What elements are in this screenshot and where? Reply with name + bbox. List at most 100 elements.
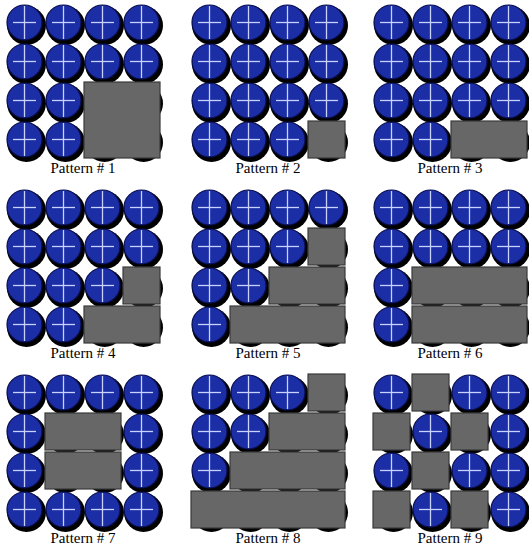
disc-symbol: [231, 5, 270, 45]
disc-symbol: [270, 375, 309, 415]
disc-symbol: [124, 375, 163, 415]
disc-symbol: [192, 190, 231, 230]
disc-symbol: [231, 83, 270, 123]
pattern-panel: [191, 374, 348, 532]
disc-symbol: [452, 492, 491, 532]
pattern-caption: Pattern # 2: [236, 160, 301, 177]
disc-symbol: [452, 190, 491, 230]
disc-symbol: [374, 5, 413, 45]
disc-symbol: [7, 375, 46, 415]
disc-symbol: [231, 375, 270, 415]
pattern-caption: Pattern # 6: [418, 345, 483, 362]
pattern-panel: [192, 5, 348, 162]
disc-symbol: [85, 5, 124, 45]
disc-symbol: [192, 229, 231, 269]
disc-symbol: [46, 83, 85, 123]
disc-symbol: [452, 375, 491, 415]
disc-symbol: [309, 83, 348, 123]
disc-symbol: [374, 414, 413, 454]
disc-symbol: [452, 453, 491, 493]
cover-block: [308, 374, 345, 411]
disc-symbol: [413, 375, 452, 415]
disc-symbol: [413, 44, 452, 84]
disc-symbol: [46, 190, 85, 230]
disc-symbol: [7, 229, 46, 269]
disc-symbol: [85, 190, 124, 230]
disc-symbol: [413, 83, 452, 123]
disc-symbol: [413, 190, 452, 230]
disc-symbol: [192, 414, 231, 454]
disc-symbol: [124, 453, 163, 493]
cover-block: [451, 491, 488, 528]
cover-block: [84, 82, 160, 158]
disc-symbol: [124, 492, 163, 532]
disc-symbol: [231, 268, 270, 308]
disc-symbol: [374, 190, 413, 230]
cover-block: [373, 491, 410, 528]
disc-symbol: [85, 44, 124, 84]
cover-block: [45, 413, 121, 450]
disc-symbol: [124, 44, 163, 84]
disc-symbol: [192, 44, 231, 84]
disc-symbol: [46, 375, 85, 415]
disc-symbol: [452, 44, 491, 84]
disc-symbol: [491, 492, 529, 532]
disc-symbol: [413, 492, 452, 532]
disc-symbol: [491, 190, 529, 230]
disc-symbol: [192, 122, 231, 162]
cover-block: [230, 306, 345, 343]
disc-symbol: [413, 453, 452, 493]
pattern-caption: Pattern # 5: [236, 345, 301, 362]
disc-symbol: [192, 5, 231, 45]
disc-symbol: [270, 190, 309, 230]
disc-symbol: [7, 5, 46, 45]
disc-symbol: [85, 492, 124, 532]
disc-symbol: [124, 190, 163, 230]
disc-symbol: [7, 492, 46, 532]
disc-symbol: [374, 268, 413, 308]
disc-symbol: [309, 5, 348, 45]
disc-symbol: [7, 307, 46, 347]
cover-block: [451, 413, 488, 450]
disc-symbol: [192, 83, 231, 123]
pattern-caption: Pattern # 4: [51, 345, 116, 362]
disc-symbol: [309, 122, 348, 162]
pattern-panel: [192, 190, 348, 347]
disc-symbol: [413, 122, 452, 162]
pattern-panel: [7, 375, 163, 532]
disc-symbol: [491, 453, 529, 493]
disc-symbol: [374, 122, 413, 162]
cover-block: [123, 267, 160, 304]
pattern-panel: [7, 5, 163, 162]
cover-block: [191, 491, 345, 528]
disc-symbol: [309, 44, 348, 84]
disc-symbol: [124, 229, 163, 269]
disc-symbol: [7, 44, 46, 84]
disc-symbol: [46, 5, 85, 45]
pattern-panel: [374, 190, 529, 347]
disc-symbol: [46, 44, 85, 84]
disc-symbol: [85, 268, 124, 308]
cover-block: [269, 267, 345, 304]
disc-symbol: [46, 307, 85, 347]
pattern-panel: [373, 374, 529, 532]
disc-symbol: [270, 83, 309, 123]
disc-symbol: [231, 229, 270, 269]
disc-symbol: [192, 453, 231, 493]
disc-symbol: [270, 229, 309, 269]
disc-symbol: [270, 5, 309, 45]
disc-symbol: [85, 375, 124, 415]
cover-block: [269, 413, 345, 450]
cover-block: [412, 267, 527, 304]
disc-symbol: [7, 268, 46, 308]
disc-symbol: [374, 307, 413, 347]
disc-symbol: [413, 5, 452, 45]
cover-block: [230, 452, 345, 489]
disc-symbol: [46, 229, 85, 269]
cover-block: [308, 228, 345, 265]
disc-symbol: [491, 414, 529, 454]
disc-symbol: [413, 229, 452, 269]
disc-symbol: [192, 307, 231, 347]
